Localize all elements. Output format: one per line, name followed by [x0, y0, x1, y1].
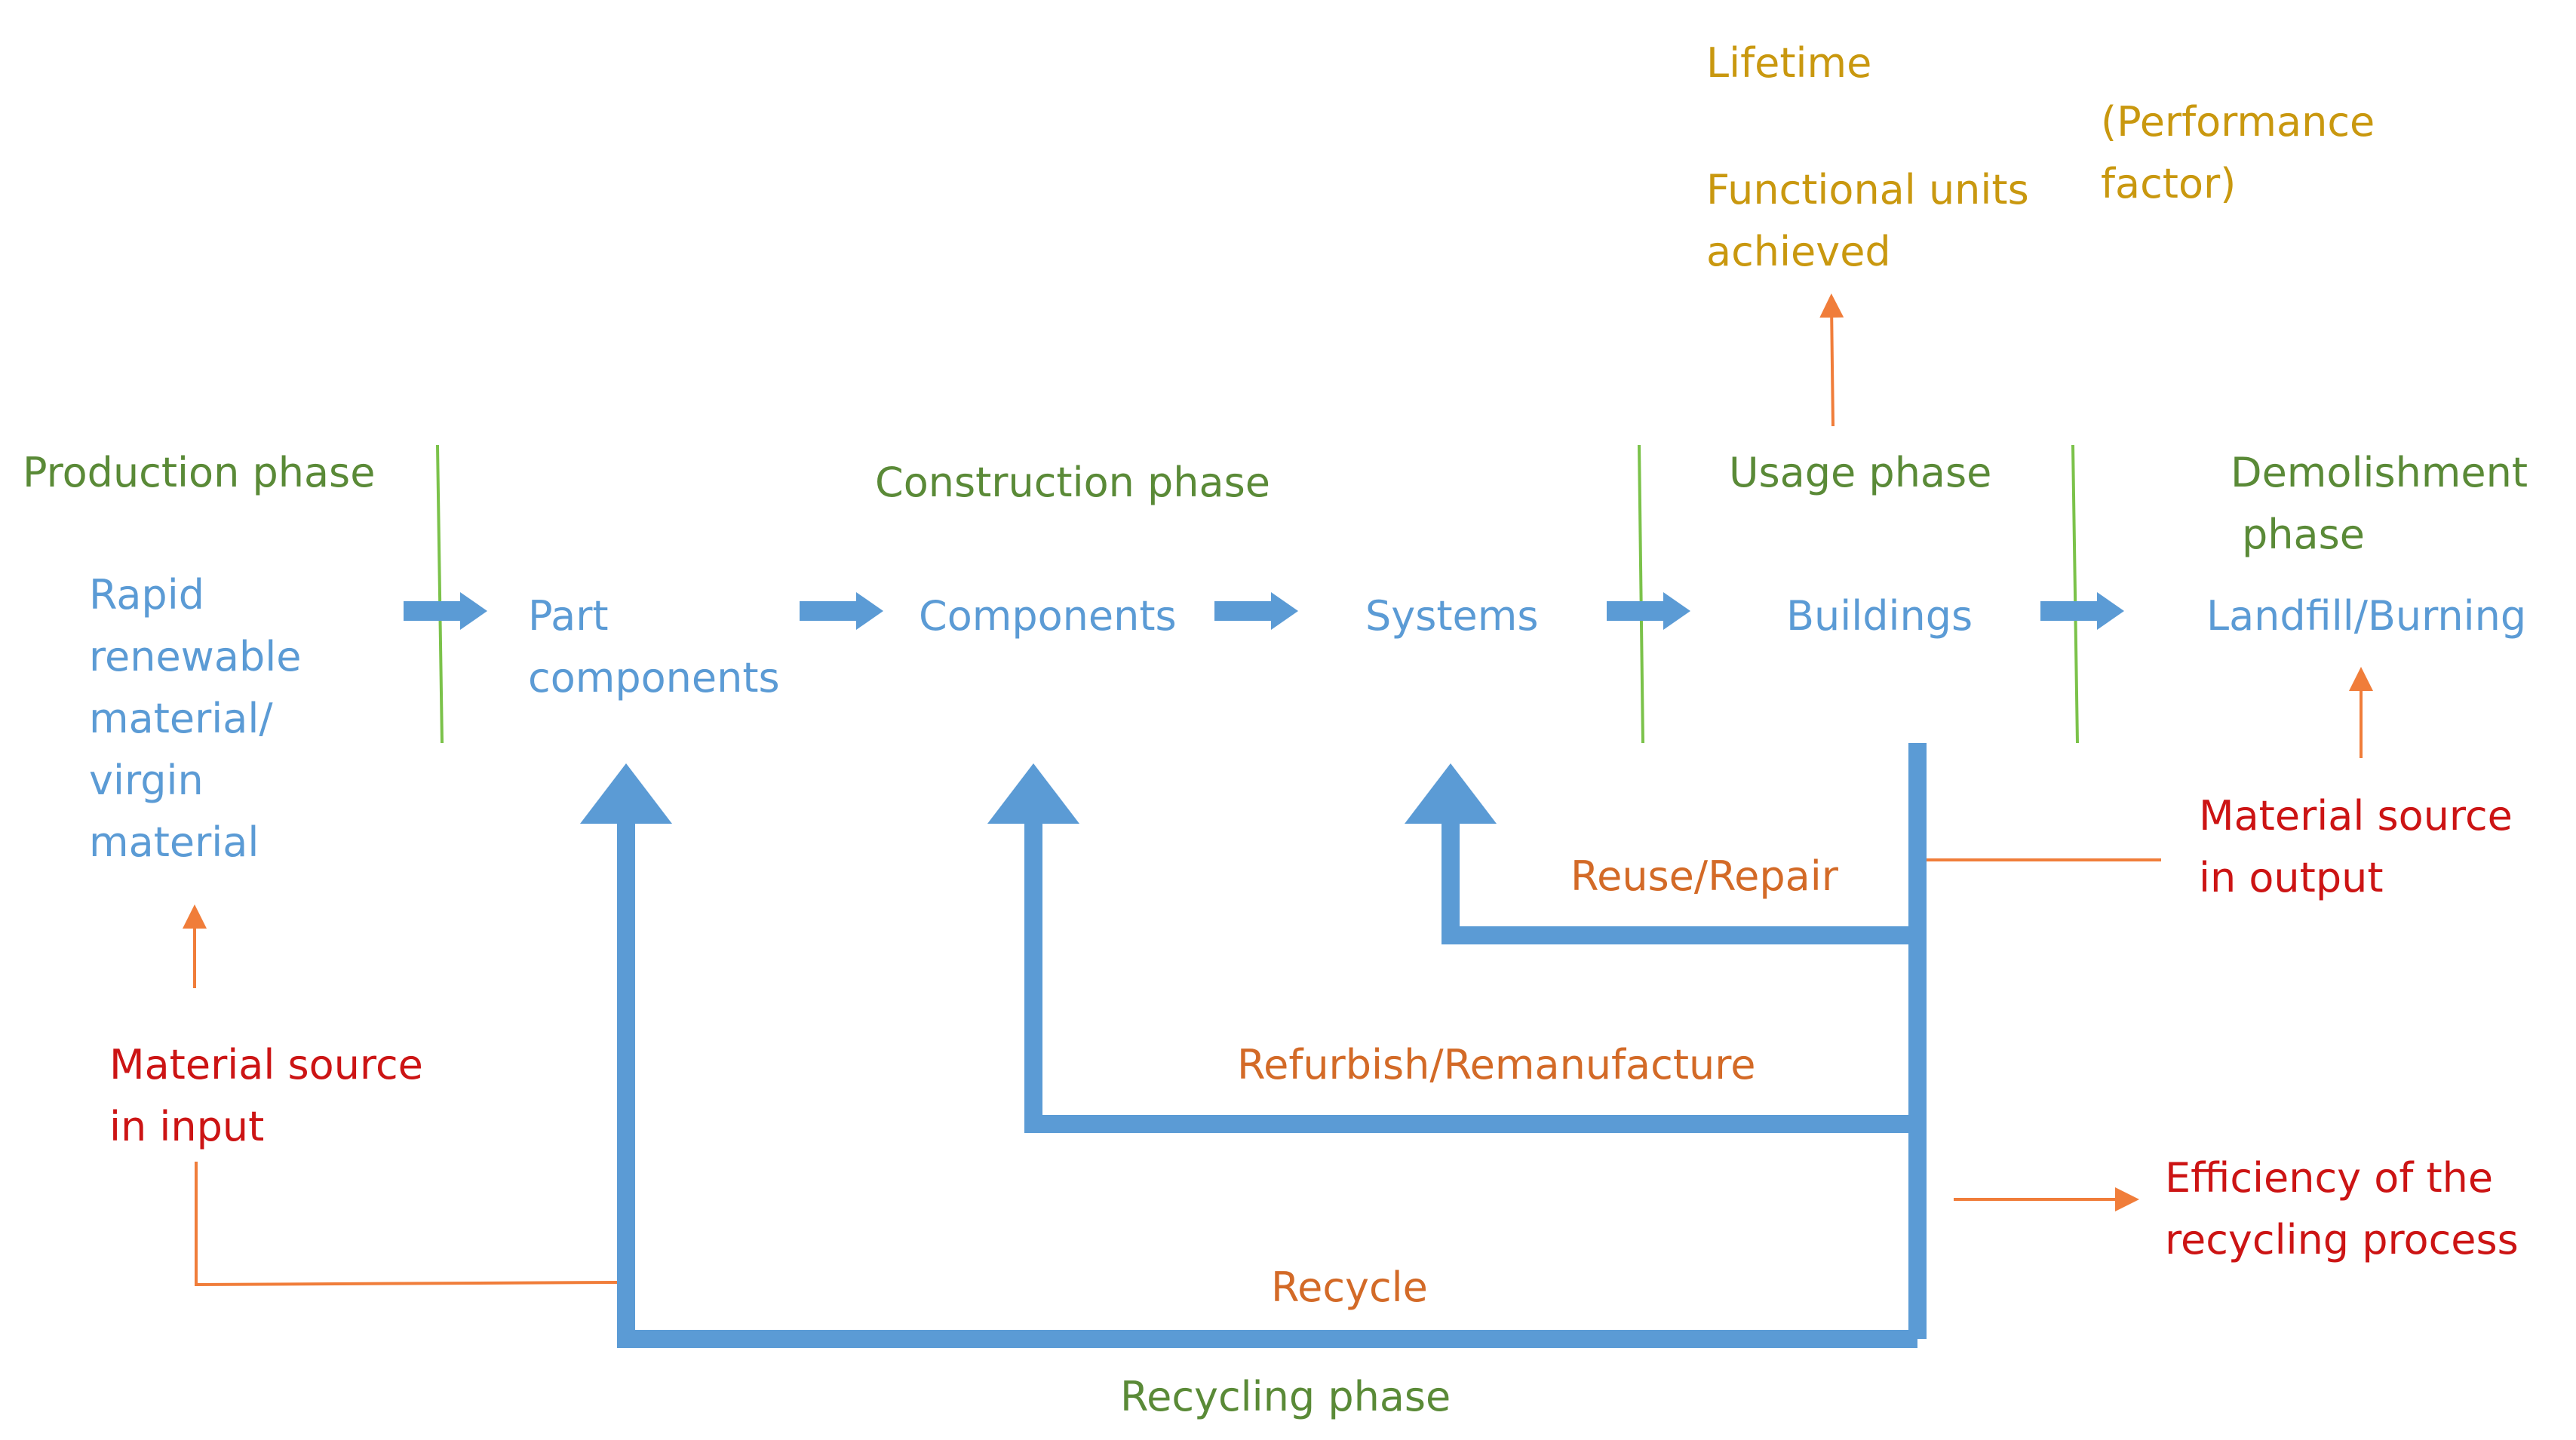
input-source-connector	[195, 1162, 618, 1287]
forward-flow-arrows	[404, 592, 2124, 630]
divider-production-construction	[436, 444, 444, 744]
flow-arrow-5	[2040, 592, 2124, 630]
stage-end-of-life: Landfill/Burning	[2206, 592, 2526, 640]
loop-label-recycle: Recycle	[1271, 1263, 1428, 1311]
stage-components: Components	[919, 592, 1177, 640]
flow-arrow-2	[800, 592, 883, 630]
refurbish-loop	[1024, 815, 1917, 1133]
indicator-output: Material source in output	[2199, 792, 2525, 901]
recycle-loop	[617, 815, 1917, 1348]
flow-arrow-1	[404, 592, 487, 630]
phase-label-usage: Usage phase	[1729, 449, 1991, 496]
stage-buildings: Buildings	[1786, 592, 1973, 640]
performance-factor-label: (Performance factor)	[2101, 98, 2387, 207]
divider-usage-demolishment	[2071, 444, 2079, 744]
reuse-loop-head	[1405, 763, 1497, 824]
indicator-connectors	[183, 293, 2373, 1287]
loop-label-refurbish: Refurbish/Remanufacture	[1237, 1041, 1755, 1088]
phase-labels: Production phase Construction phase Usag…	[23, 449, 2541, 1420]
lifetime-connector	[1819, 293, 1844, 427]
loop-labels: Reuse/Repair Refurbish/Remanufacture Rec…	[1237, 852, 1839, 1311]
stage-labels: Rapid renewable material/ virgin materia…	[89, 571, 2526, 866]
loop-label-reuse: Reuse/Repair	[1570, 852, 1839, 900]
phase-label-construction: Construction phase	[875, 459, 1270, 506]
stage-systems: Systems	[1365, 592, 1539, 640]
indicator-labels: Material source in input Material source…	[109, 792, 2525, 1263]
performance-labels: Lifetime Functional units achieved (Perf…	[1706, 39, 2387, 275]
divider-construction-usage	[1638, 444, 1644, 744]
stage-raw-material: Rapid renewable material/ virgin materia…	[89, 571, 315, 866]
reuse-loop	[1442, 815, 1917, 944]
functional-units-label: Functional units achieved	[1706, 166, 2042, 275]
stage-part-components: Part components	[528, 592, 780, 702]
phase-label-production: Production phase	[23, 449, 375, 496]
indicator-input: Material source in input	[109, 1041, 436, 1150]
lifetime-label: Lifetime	[1706, 39, 1871, 87]
phase-dividers	[436, 444, 2079, 744]
indicator-efficiency: Efficiency of the recycling process	[2165, 1154, 2519, 1263]
flow-arrow-4	[1607, 592, 1690, 630]
recycle-loop-head	[580, 763, 672, 824]
feedback-loops	[580, 743, 1927, 1348]
phase-label-recycling: Recycling phase	[1120, 1373, 1451, 1420]
loop-trunk	[1908, 743, 1927, 1339]
flow-arrow-3	[1214, 592, 1298, 630]
refurbish-loop-head	[987, 763, 1079, 824]
phase-label-demolishment: Demolishment phase	[2231, 449, 2541, 558]
